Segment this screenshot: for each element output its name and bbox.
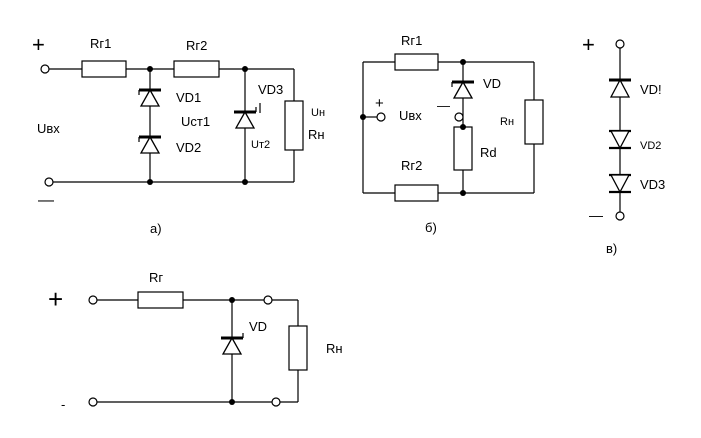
label-a-vd1: VD1 xyxy=(176,90,201,105)
sign-a-minus: — xyxy=(38,192,54,209)
terminal-b-plus xyxy=(376,112,386,122)
terminal-v-minus xyxy=(615,211,625,221)
junction-dot xyxy=(229,297,235,303)
resistor-b-rg2 xyxy=(394,184,439,202)
label-g-rg: Rг xyxy=(149,270,163,285)
junction-dot xyxy=(229,399,235,405)
terminal-g-load-top xyxy=(263,295,273,305)
label-a-rg2: Rг2 xyxy=(186,38,207,53)
label-a-ut2: Uт2 xyxy=(251,139,270,151)
label-a-rg1: Rг1 xyxy=(90,36,111,51)
circuit-v: + — VD! VD2 VD3 в) xyxy=(582,32,665,256)
resistor-g-rn xyxy=(288,325,308,371)
terminal-b-minus xyxy=(454,112,464,122)
label-v-vd3: VD3 xyxy=(640,177,665,192)
circuit-b-wires xyxy=(362,61,535,194)
sign-g-minus: - xyxy=(61,397,65,412)
zener-g-vd xyxy=(221,333,244,355)
label-b-vd: VD xyxy=(483,76,501,91)
label-a-ust1: Uст1 xyxy=(181,114,210,129)
resistor-g-rg xyxy=(137,291,184,309)
label-a-uvx: Uвх xyxy=(37,121,60,136)
terminal-g-minus xyxy=(88,397,98,407)
label-a-un: Uн xyxy=(311,107,325,119)
junction-dot xyxy=(147,66,153,72)
junction-dot xyxy=(242,66,248,72)
label-b-uvx: Uвх xyxy=(399,108,422,123)
sign-g-plus: + xyxy=(48,284,63,314)
diode-v-vd3 xyxy=(609,173,631,194)
caption-b: б) xyxy=(425,220,437,235)
diode-v-vd2 xyxy=(609,129,631,150)
resistor-b-rn xyxy=(524,99,544,145)
circuit-g: + - Rг VD Rн xyxy=(48,270,343,412)
terminal-v-plus xyxy=(615,39,625,49)
label-v-vd1: VD! xyxy=(640,82,662,97)
terminal-a-minus xyxy=(44,177,54,187)
label-b-rn: Rн xyxy=(500,116,514,128)
label-b-rd: Rd xyxy=(480,145,497,160)
resistor-b-rg1 xyxy=(394,53,439,71)
sign-v-minus: — xyxy=(589,207,603,223)
label-a-rn: Rн xyxy=(308,127,325,142)
label-v-vd2: VD2 xyxy=(640,140,661,152)
zener-a-vd2 xyxy=(138,135,161,154)
resistor-a-rg2 xyxy=(173,60,220,78)
circuit-g-wires xyxy=(97,299,299,403)
label-b-rg2: Rг2 xyxy=(401,158,422,173)
resistor-a-rg1 xyxy=(81,60,127,78)
sign-v-plus: + xyxy=(582,32,595,57)
sign-a-plus: + xyxy=(32,32,45,57)
circuit-b: + — Rг1 Rг2 VD Uвх Rн Rd б) xyxy=(360,33,544,235)
label-a-vd2: VD2 xyxy=(176,140,201,155)
zener-v-vd1 xyxy=(609,78,631,98)
junction-dot xyxy=(460,190,466,196)
circuit-a: + — Rг1 Rг2 VD1 VD2 VD3 Uст1 Uт2 Uвх Uн … xyxy=(32,32,325,236)
sign-b-minus: — xyxy=(437,98,450,113)
zener-b-vd xyxy=(451,80,474,99)
sign-b-plus: + xyxy=(375,95,384,112)
label-a-vd3: VD3 xyxy=(258,82,283,97)
junction-dot xyxy=(460,59,466,65)
zener-a-vd3 xyxy=(234,107,257,129)
resistor-a-rn xyxy=(284,100,304,151)
zener-a-vd1 xyxy=(138,88,161,107)
terminal-g-load-bottom xyxy=(271,397,281,407)
junction-dot xyxy=(147,179,153,185)
terminal-g-plus xyxy=(88,295,98,305)
caption-a: а) xyxy=(150,221,162,236)
caption-v: в) xyxy=(606,241,617,256)
label-g-vd: VD xyxy=(249,319,267,334)
junction-dot xyxy=(460,124,466,130)
resistor-b-rd xyxy=(453,126,473,171)
terminal-a-plus xyxy=(40,64,50,74)
junction-dot xyxy=(242,179,248,185)
label-g-rn: Rн xyxy=(326,341,343,356)
junction-dot xyxy=(360,114,366,120)
label-b-rg1: Rг1 xyxy=(401,33,422,48)
